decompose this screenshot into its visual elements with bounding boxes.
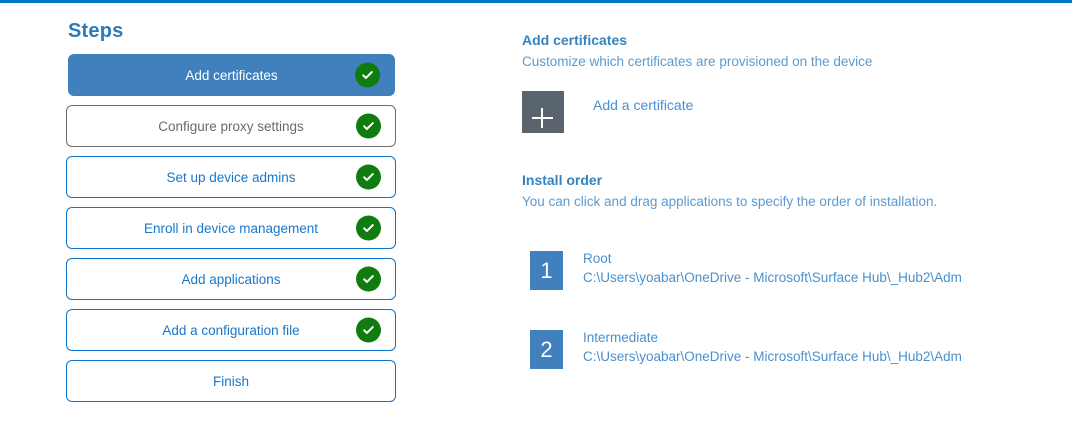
step-button-label: Add a configuration file [162, 322, 300, 338]
install-order-subheading: You can click and drag applications to s… [522, 194, 938, 209]
step-button-5[interactable]: Add a configuration file [66, 309, 396, 351]
content-pane: Add certificates Customize which certifi… [522, 31, 1062, 409]
top-accent-bar [0, 0, 1072, 3]
check-circle-icon [356, 215, 381, 241]
install-order-section: Install order You can click and drag app… [522, 171, 1062, 369]
step-button-3[interactable]: Enroll in device management [66, 207, 396, 249]
step-button-0[interactable]: Add certificates [68, 54, 395, 96]
step-button-label: Set up device admins [166, 169, 296, 185]
step-button-1[interactable]: Configure proxy settings [66, 105, 396, 147]
add-certificates-heading: Add certificates [522, 32, 628, 48]
step-button-6[interactable]: Finish [66, 360, 396, 402]
step-button-label: Configure proxy settings [158, 118, 304, 134]
certificate-name: Root [583, 251, 612, 266]
order-number-badge: 1 [530, 251, 563, 290]
certificate-name: Intermediate [583, 330, 659, 345]
check-circle-icon [355, 62, 380, 88]
check-circle-icon [356, 317, 381, 343]
check-circle-icon [356, 164, 381, 190]
page-title: Steps [68, 20, 124, 42]
install-order-heading: Install order [522, 172, 603, 188]
plus-icon-vertical-stroke [541, 108, 543, 128]
certificate-path: C:\Users\yoabar\OneDrive - Microsoft\Sur… [583, 349, 962, 364]
step-button-label: Enroll in device management [143, 220, 319, 236]
add-certificate-row: Add a certificate [522, 91, 1062, 133]
add-certificates-subheading: Customize which certificates are provisi… [522, 54, 873, 69]
step-button-2[interactable]: Set up device admins [66, 156, 396, 198]
check-circle-icon [356, 113, 381, 139]
order-number-badge: 2 [530, 330, 563, 369]
step-button-label: Add applications [181, 271, 281, 287]
step-button-label: Finish [212, 373, 249, 389]
step-button-4[interactable]: Add applications [66, 258, 396, 300]
step-button-label: Add certificates [185, 67, 278, 83]
check-circle-icon [356, 266, 381, 292]
add-a-certificate-link[interactable]: Add a certificate [593, 97, 694, 113]
certificate-path: C:\Users\yoabar\OneDrive - Microsoft\Sur… [583, 270, 962, 285]
plus-icon[interactable] [522, 91, 564, 133]
